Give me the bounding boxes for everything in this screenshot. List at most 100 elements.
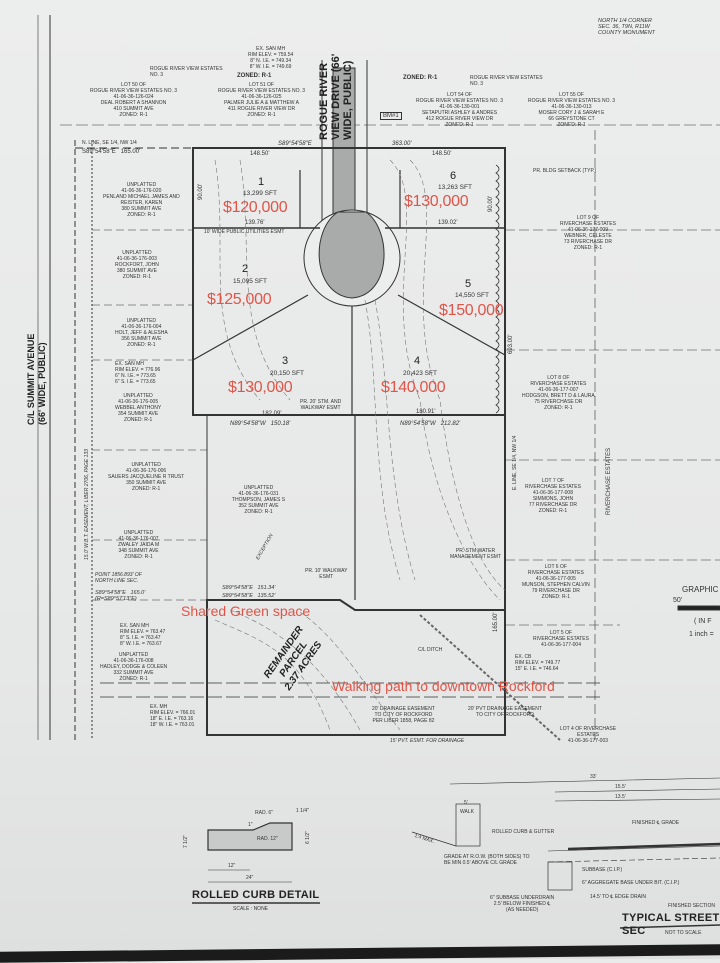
east-distance-label: 165.00': [493, 612, 499, 633]
top-distance-label: 363.00': [392, 141, 412, 147]
curb-rad6: RAD. 6": [255, 810, 273, 816]
riverchase-estates-label: RIVERCHASE ESTATES: [606, 447, 612, 515]
finished-section-label: FINISHED SECTION: [668, 903, 715, 909]
lot-frontage: 148.50': [250, 151, 270, 157]
neighbor-lot-55: LOT 55 OF ROGUE RIVER VIEW ESTATES NO. 3…: [528, 92, 616, 128]
green-bearing-2: S89°54'58"E 135.52': [222, 593, 276, 599]
lot-rear: 182.09': [262, 411, 282, 417]
walk-width: 5': [464, 800, 468, 806]
neighbor-riverchase-lot-5: LOT 5 OF RIVERCHASE ESTATES 41-06-36-177…: [533, 630, 589, 648]
shared-green-space-annotation: Shared Green space: [181, 603, 311, 619]
zoned-label-right: ZONED: R-1: [403, 75, 438, 81]
lot-price: $130,000: [404, 193, 469, 210]
lot-area: 13,263 SFT: [438, 184, 472, 191]
lot-price: $125,000: [207, 291, 272, 308]
underdrain-label: 6" SUBBASE UNDERDRAIN 2.5' BELOW FINISHE…: [490, 895, 555, 913]
lot-area: 15,095 SFT: [233, 278, 267, 285]
neighbor-unplatted-2: UNPLATTED 41-06-36-176-003 ROCKFORT, JOH…: [115, 250, 159, 280]
ditch-label: C/L DITCH: [418, 647, 443, 653]
catch-basin-note: EX. CB RIM ELEV. = 749.77 15" E. I.E. = …: [515, 654, 561, 672]
curb-rad12: RAD. 12": [257, 836, 278, 842]
lot-number: 1: [258, 176, 265, 188]
neighbor-riverchase-lot-7: LOT 7 OF RIVERCHASE ESTATES 41-06-36-177…: [525, 478, 581, 514]
curb-one: 1": [248, 822, 253, 828]
neighbor-unplatted-7: UNPLATTED 41-06-36-176-008 HADLEY, DODGE…: [100, 652, 168, 682]
utility-easement-label: 10' WIDE PUBLIC UTILITIES ESMT: [204, 229, 285, 235]
finished-grade: FINISHED ℄ GRADE: [632, 820, 680, 826]
corner-monument-note: NORTH 1/4 CORNER SEC. 36, T9N, R11W COUN…: [598, 18, 656, 36]
private-easement-drainage: 15' PVT. ESMT. FOR DRAINAGE: [390, 738, 465, 744]
lot-area: 14,550 SFT: [455, 292, 489, 299]
neighbor-unplatted-3: UNPLATTED 41-06-36-176-004 HOLT, JEFF & …: [115, 318, 168, 348]
lot-number: 3: [282, 355, 289, 367]
lot-area: 13,299 SFT: [243, 190, 277, 197]
dim-13-5: 13.5': [615, 794, 626, 800]
sanitary-manhole-left: EX. SAN MH RIM ELEV. = 776.96 6" N. I.E.…: [115, 361, 161, 385]
neighbor-riverchase-lot-9: LOT 9 OF RIVERCHASE ESTATES 41-06-36-177…: [560, 215, 616, 251]
water-management-easement: PR. STM WATER MANAGEMENT ESMT: [450, 548, 502, 560]
drainage-easement: 20' DRAINAGE EASEMENT TO CITY OF ROCKFOR…: [372, 706, 435, 724]
walkway-easement: PR. 10' WALKWAY ESMT: [305, 568, 348, 580]
cul-de-sac-island: [318, 211, 385, 299]
neighbor-unplatted-center: UNPLATTED 41-06-36-176-031 THOMPSON, JAM…: [232, 485, 286, 515]
summit-bearing: S89°54'58"E 165.0' (R=S89°57'13"E): [95, 590, 146, 602]
wbt-easement-label: 15.0' W.B.T. EASEMENT, LIBER 2706, PAGE …: [84, 449, 90, 560]
zoned-label-left: ZONED: R-1: [237, 73, 272, 79]
curb-detail-title: ROLLED CURB DETAIL: [192, 889, 320, 901]
curb-w12: 12": [228, 863, 236, 869]
street-section-scale: NOT TO SCALE: [665, 930, 702, 936]
lot-price: $140,000: [381, 379, 446, 396]
edge-drain-label: 14.5' TO ℄ EDGE DRAIN: [590, 894, 646, 900]
curb-h2: 6 1/2": [305, 831, 311, 844]
lot-number: 6: [450, 170, 457, 182]
remainder-parcel-boundary: [206, 599, 506, 736]
neighbor-lot-50: LOT 50 OF ROGUE RIVER VIEW ESTATES NO. 3…: [90, 82, 178, 118]
sanitary-manhole-bottom: EX. SAN MH RIM ELEV. = 763.47 8" S. I.E.…: [120, 623, 166, 647]
curb-detail-scale: SCALE : NONE: [233, 906, 269, 912]
road-name-label: ROGUE RIVER VIEW DRIVE (66' WIDE, PUBLIC…: [318, 53, 354, 140]
neighbor-unplatted-5: UNPLATTED 41-06-36-176-006 SAUERS JACQUE…: [108, 462, 185, 492]
mid-right-bearing: N89°54'58"W 212.82': [400, 421, 461, 427]
neighbor-lot-51: LOT 51 OF ROGUE RIVER VIEW ESTATES NO. 3…: [218, 82, 306, 118]
north-bearing-label: S89°54'58"E 165.00': [82, 149, 141, 155]
neighbor-riverchase-lot-4: LOT 4 OF RIVERCHASE ESTATES 41-06-36-177…: [560, 726, 617, 744]
subbase-label: SUBBASE (C.I.P.): [582, 867, 623, 873]
neighbor-unplatted-1: UNPLATTED 41-06-36-176-020 PENLAND MICHA…: [103, 182, 180, 218]
lot-area: 20,423 SFT: [403, 370, 437, 377]
neighbor-riverchase-lot-8: LOT 8 OF RIVERCHASE ESTATES 41-06-36-177…: [522, 375, 595, 411]
rolled-curb-gutter: ROLLED CURB & GUTTER: [492, 829, 555, 835]
lot-depth: 90.00': [198, 183, 204, 200]
point-note: POINT 1856.893' OF NORTH LINE SEC.: [95, 572, 142, 584]
lot-rear: 139.76': [245, 220, 265, 226]
neighbor-lot-54: LOT 54 OF ROGUE RIVER VIEW ESTATES NO. 3…: [416, 92, 504, 128]
neighbor-unplatted-4: UNPLATTED 41-06-36-176-005 WEBBEL ANTHON…: [115, 393, 162, 423]
rolled-curb-profile: [207, 822, 293, 851]
lot-price: $130,000: [228, 379, 293, 396]
walk-label: WALK: [460, 809, 474, 815]
top-bearing-label: S89°54'58"E: [278, 141, 312, 147]
grade-note: GRADE AT R.O.W. (BOTH SIDES) TO BE MIN 0…: [444, 854, 530, 866]
benchmark-label: BM#1: [380, 112, 402, 120]
lot-price: $120,000: [223, 199, 288, 216]
private-drainage-easement: 20' PVT DRAINAGE EASEMENT TO CITY OF ROC…: [468, 706, 542, 718]
east-line-label: E. LINE, SE 1/4, NW 1/4: [512, 435, 518, 490]
curb-h1: 7 1/2": [183, 835, 189, 848]
neighbor-unplatted-6: UNPLATTED 41-06-36-176-007 ZWALEY JAIDA …: [118, 530, 160, 560]
lot-depth: 693.00': [508, 334, 514, 355]
curb-w24: 24": [246, 875, 254, 881]
aggregate-base-label: 6" AGGREGATE BASE UNDER BIT. (C.I.P.): [582, 880, 680, 886]
curb-quarter: 1 1/4": [296, 808, 309, 814]
lot-rear: 139.02': [438, 220, 458, 226]
graphic-scale-label: GRAPHIC: [682, 585, 719, 594]
rrve-label-left: ROGUE RIVER VIEW ESTATES NO. 3: [150, 66, 223, 78]
lot-price: $150,000: [439, 302, 504, 319]
lot-area: 20,150 SFT: [270, 370, 304, 377]
street-section-title: TYPICAL STREET SEC: [622, 912, 720, 937]
sanitary-manhole-note: EX. SAN MH RIM ELEV. = 759.54 8" N. I.E.…: [248, 46, 294, 70]
lot-number: 2: [242, 263, 249, 275]
manhole-bottom: EX. MH RIM ELEV. = 766.01 18" E. I.E. = …: [150, 704, 196, 728]
summit-avenue-label: C/L SUMMIT AVENUE (66' WIDE, PUBLIC): [26, 333, 47, 425]
dim-15-5: 15.5': [615, 784, 626, 790]
